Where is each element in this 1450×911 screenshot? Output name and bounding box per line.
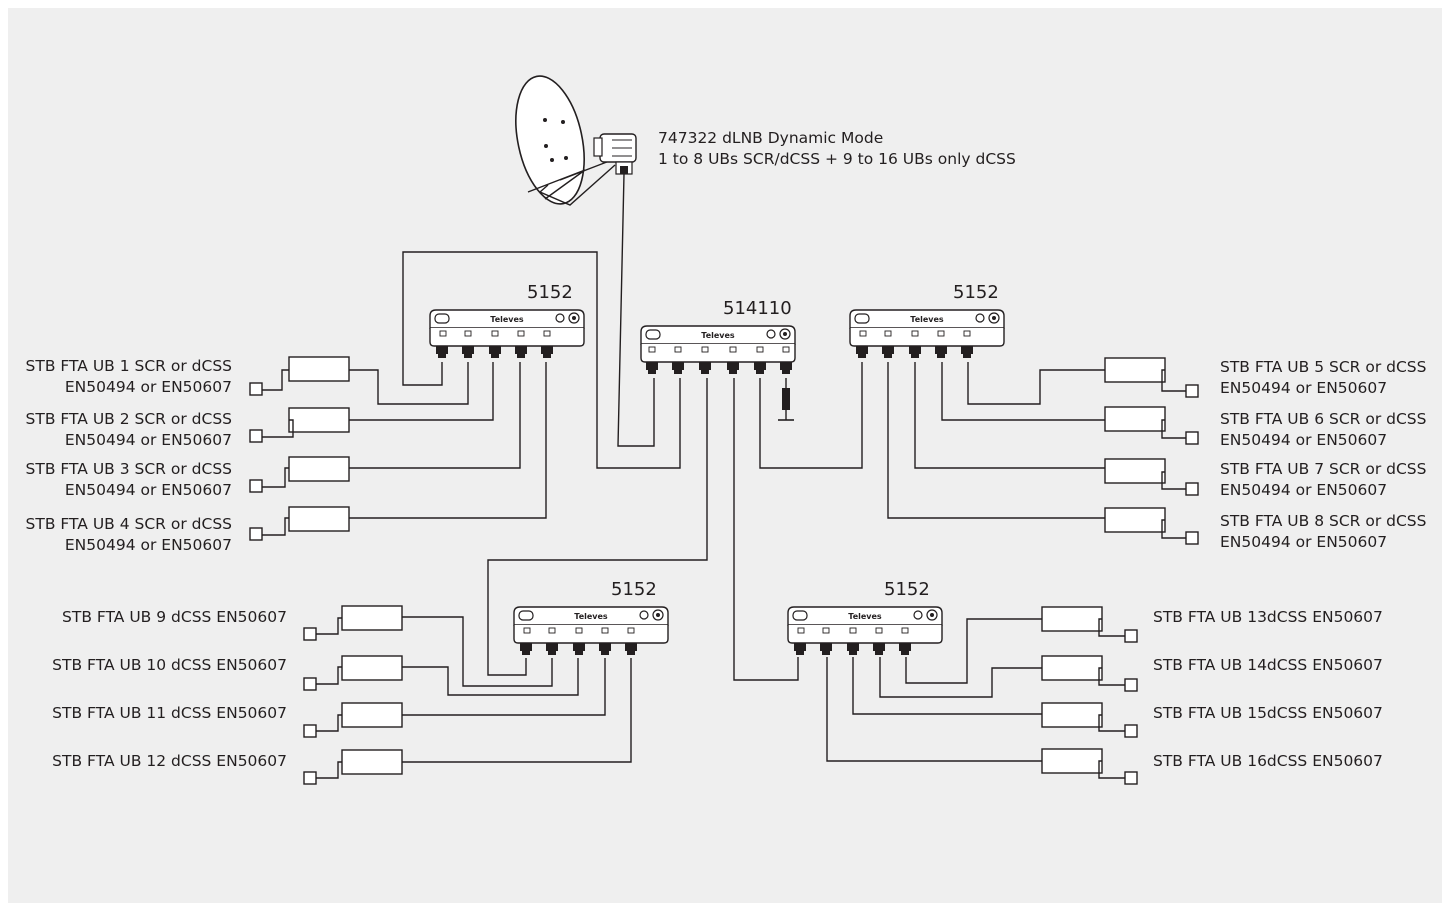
stb-label: STB FTA UB 5 SCR or dCSS bbox=[1220, 358, 1426, 376]
stb-labels-bottom-left: STB FTA UB 9 dCSS EN50607 STB FTA UB 10 … bbox=[52, 608, 287, 770]
stb-label: STB FTA UB 14dCSS EN50607 bbox=[1153, 656, 1383, 674]
brand-label: Televes bbox=[490, 315, 524, 324]
terminator-icon bbox=[778, 388, 794, 421]
stb-labels-bottom-right: STB FTA UB 13dCSS EN50607 STB FTA UB 14d… bbox=[1153, 608, 1383, 770]
stb-label: STB FTA UB 8 SCR or dCSS bbox=[1220, 512, 1426, 530]
splitter-bottom-left: Televes bbox=[513, 606, 669, 656]
model-label-top-left: 5152 bbox=[527, 282, 573, 303]
stb-label: EN50494 or EN50607 bbox=[65, 536, 232, 554]
lnb-model-label: 747322 dLNB Dynamic Mode bbox=[658, 129, 883, 147]
stb-label: STB FTA UB 13dCSS EN50607 bbox=[1153, 608, 1383, 626]
stb-label: STB FTA UB 12 dCSS EN50607 bbox=[52, 752, 287, 770]
stb-label: STB FTA UB 2 SCR or dCSS bbox=[26, 410, 232, 428]
stb-label: STB FTA UB 10 dCSS EN50607 bbox=[52, 656, 287, 674]
stb-label: STB FTA UB 6 SCR or dCSS bbox=[1220, 410, 1426, 428]
cables bbox=[349, 173, 1105, 763]
stb-boxes-right bbox=[1104, 357, 1199, 545]
brand-label: Televes bbox=[701, 331, 735, 340]
lnb-mode-label: 1 to 8 UBs SCR/dCSS + 9 to 16 UBs only d… bbox=[658, 150, 1016, 168]
diagram-panel bbox=[8, 8, 1442, 903]
brand-label: Televes bbox=[910, 315, 944, 324]
splitter-top-left: Televes bbox=[429, 309, 585, 359]
stb-label: STB FTA UB 4 SCR or dCSS bbox=[26, 515, 232, 533]
stb-label: EN50494 or EN50607 bbox=[1220, 379, 1387, 397]
stb-label: EN50494 or EN50607 bbox=[1220, 481, 1387, 499]
stb-label: EN50494 or EN50607 bbox=[65, 481, 232, 499]
stb-label: EN50494 or EN50607 bbox=[1220, 431, 1387, 449]
model-label-main: 514110 bbox=[723, 298, 792, 319]
stb-label: STB FTA UB 1 SCR or dCSS bbox=[26, 357, 232, 375]
stb-label: STB FTA UB 7 SCR or dCSS bbox=[1220, 460, 1426, 478]
stb-labels-right: STB FTA UB 5 SCR or dCSS EN50494 or EN50… bbox=[1220, 358, 1426, 551]
model-label-bottom-right: 5152 bbox=[884, 579, 930, 600]
brand-label: Televes bbox=[848, 612, 882, 621]
stb-label: STB FTA UB 15dCSS EN50607 bbox=[1153, 704, 1383, 722]
model-label-bottom-left: 5152 bbox=[611, 579, 657, 600]
lnb-icon bbox=[593, 133, 637, 175]
stb-label: STB FTA UB 16dCSS EN50607 bbox=[1153, 752, 1383, 770]
distributor-main: Televes bbox=[640, 325, 796, 375]
stb-label: EN50494 or EN50607 bbox=[65, 378, 232, 396]
stb-boxes-bottom-right bbox=[1041, 606, 1138, 785]
stb-label: EN50494 or EN50607 bbox=[65, 431, 232, 449]
stb-label: EN50494 or EN50607 bbox=[1220, 533, 1387, 551]
splitter-bottom-right: Televes bbox=[787, 606, 943, 656]
stb-boxes-bottom-left bbox=[303, 605, 403, 785]
stb-label: STB FTA UB 11 dCSS EN50607 bbox=[52, 704, 287, 722]
stb-labels-left: STB FTA UB 1 SCR or dCSS EN50494 or EN50… bbox=[26, 357, 232, 554]
brand-label: Televes bbox=[574, 612, 608, 621]
satellite-dish-icon bbox=[515, 75, 616, 206]
stb-boxes-left bbox=[249, 356, 350, 541]
stb-label: STB FTA UB 9 dCSS EN50607 bbox=[62, 608, 287, 626]
splitter-top-right: Televes bbox=[849, 309, 1005, 359]
stb-label: STB FTA UB 3 SCR or dCSS bbox=[26, 460, 232, 478]
model-label-top-right: 5152 bbox=[953, 282, 999, 303]
